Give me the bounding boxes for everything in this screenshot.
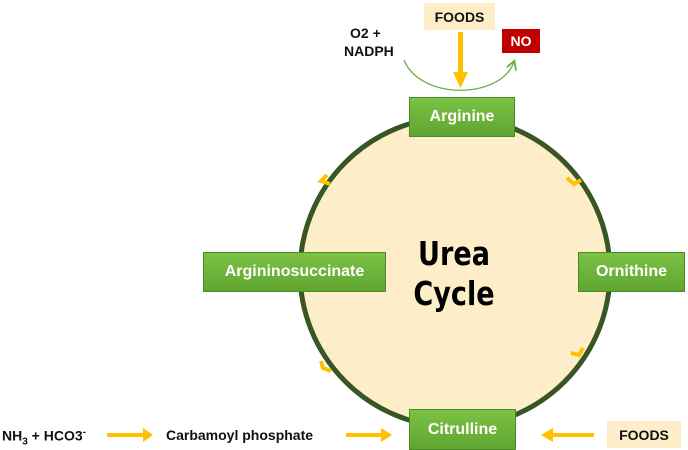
carbamoyl-phosphate-label: Carbamoyl phosphate bbox=[166, 427, 314, 443]
o2-nadph-label: O2 + NADPH bbox=[344, 24, 394, 60]
node-arginine: Arginine bbox=[409, 97, 515, 137]
foods-bottom-arrow bbox=[541, 428, 594, 442]
hco3-text: + HCO3 bbox=[27, 427, 83, 444]
cycle-title-line2: Cycle bbox=[413, 274, 495, 313]
cycle-title: Urea Cycle bbox=[397, 234, 512, 314]
nadph-label: NADPH bbox=[344, 43, 394, 59]
chevron-icon bbox=[319, 360, 332, 373]
no-badge: NO bbox=[502, 29, 540, 53]
o2-label: O2 + bbox=[350, 25, 381, 41]
cycle-title-line1: Urea bbox=[418, 234, 490, 273]
foods-top-arrow bbox=[453, 32, 468, 88]
nh3-subscript: 3 bbox=[22, 436, 28, 448]
carbamoyl-to-citrulline-arrow bbox=[346, 428, 392, 442]
node-ornithine: Ornithine bbox=[578, 252, 685, 292]
nh3-to-carbamoyl-arrow bbox=[107, 428, 153, 442]
nh3-hco3-label: NH3 + HCO3- bbox=[2, 427, 86, 447]
o2-to-no-arrow bbox=[403, 60, 514, 91]
chevron-icon bbox=[570, 347, 585, 358]
chevron-icon bbox=[565, 176, 582, 187]
chevron-icon bbox=[317, 173, 331, 186]
nh3-text: NH bbox=[2, 427, 23, 444]
foods-top-label: FOODS bbox=[424, 3, 495, 30]
hco3-superscript: - bbox=[82, 427, 86, 438]
node-citrulline: Citrulline bbox=[409, 409, 516, 450]
foods-bottom-label: FOODS bbox=[607, 421, 681, 448]
node-argininosuccinate: Argininosuccinate bbox=[203, 252, 386, 292]
